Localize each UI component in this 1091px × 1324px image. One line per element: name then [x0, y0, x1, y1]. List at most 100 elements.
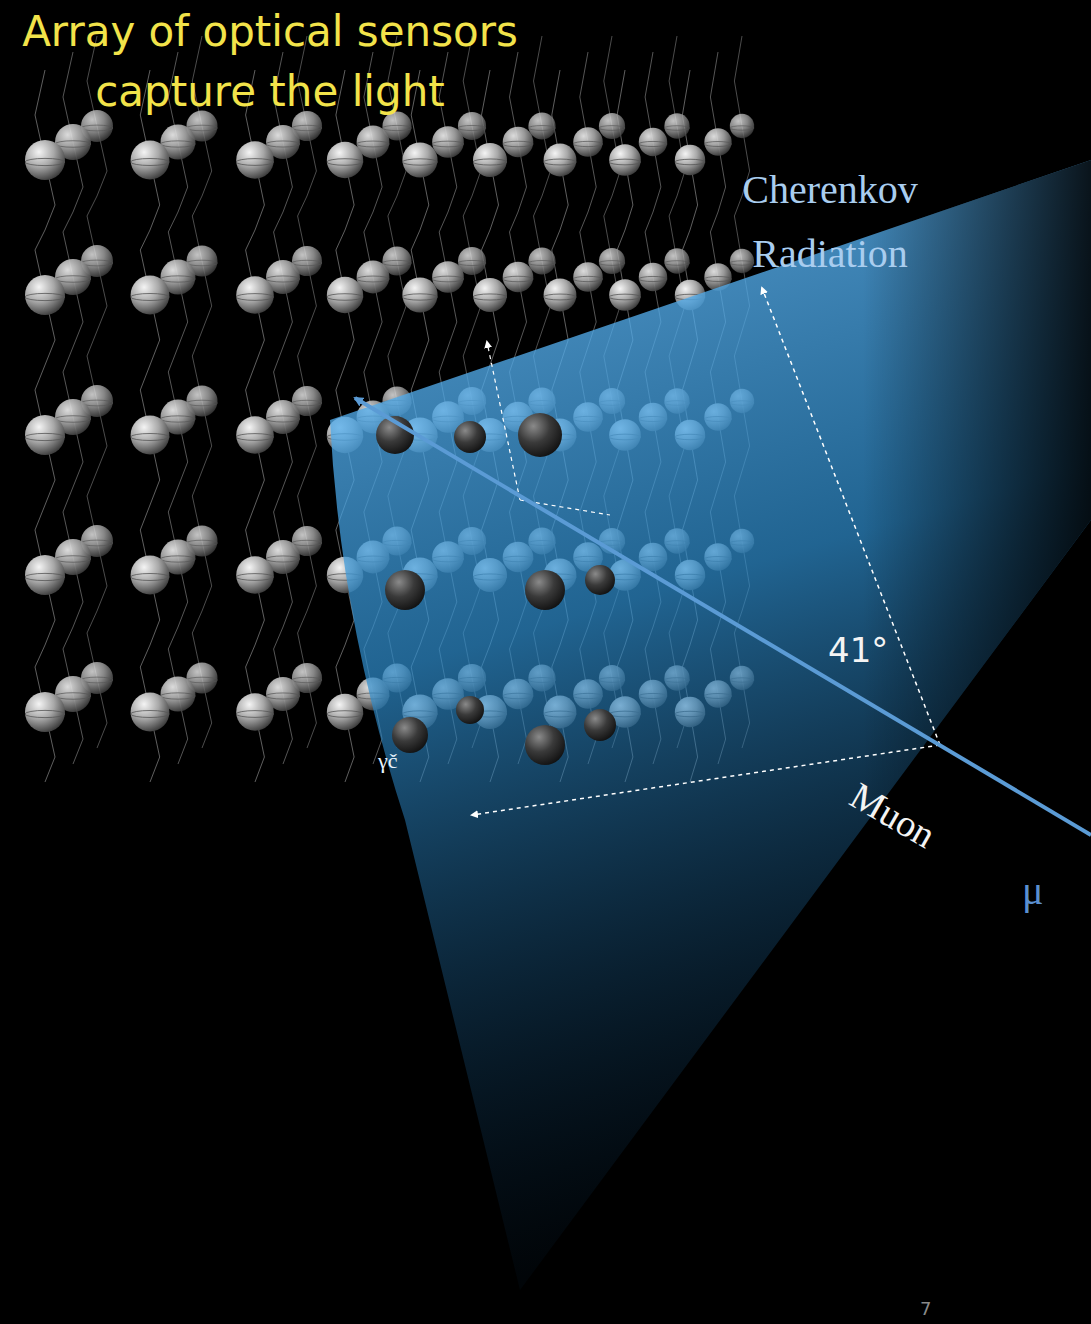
particle-symbol: μ	[1022, 868, 1072, 914]
sensor-band	[639, 276, 667, 281]
sensor-band	[730, 261, 754, 265]
sensor-band	[573, 141, 603, 146]
sensor-band	[161, 276, 196, 282]
optical-sensor	[599, 113, 625, 139]
sensor-band	[186, 540, 217, 546]
sensor-band	[528, 261, 555, 266]
optical-sensor	[236, 693, 274, 731]
hit-sensor	[385, 570, 425, 610]
photon-line	[487, 342, 520, 500]
sensor-band	[458, 125, 486, 130]
optical-sensor	[25, 275, 65, 315]
cherenkov-direction-line	[762, 288, 940, 745]
optical-sensor	[675, 145, 705, 175]
sensor-band	[402, 294, 437, 300]
sensor-band	[503, 141, 534, 147]
optical-sensor	[528, 247, 555, 274]
optical-sensor	[25, 140, 65, 180]
sensor-band	[186, 125, 217, 131]
sensor-band	[25, 433, 65, 440]
sensor-band	[599, 261, 625, 266]
optical-sensor	[544, 279, 577, 312]
sensor-band	[292, 400, 322, 405]
sensor-band	[704, 277, 731, 282]
sensor-band	[25, 158, 65, 165]
sensor-band	[609, 159, 641, 165]
sensor-band	[458, 260, 486, 265]
sensor-band	[161, 416, 196, 422]
hit-sensor	[585, 565, 615, 595]
optical-sensor	[432, 126, 464, 158]
optical-sensor	[25, 415, 65, 455]
optical-sensor	[609, 144, 641, 176]
sensor-band	[327, 159, 363, 166]
cone-fade	[330, 160, 1091, 1290]
sensor-band	[473, 294, 507, 300]
sensor-band	[544, 294, 577, 300]
sensor-band	[236, 294, 274, 301]
sensor-band	[55, 416, 91, 422]
optical-sensor	[327, 694, 363, 730]
optical-sensor	[664, 113, 689, 138]
sensor-band	[675, 159, 705, 164]
hit-sensor	[518, 413, 562, 457]
sensor-band	[236, 159, 274, 166]
sensor-band	[730, 126, 754, 130]
sensor-band	[664, 261, 689, 266]
optical-sensor	[573, 262, 603, 292]
optical-sensor	[402, 277, 437, 312]
sensor-band	[357, 141, 390, 147]
optical-sensor	[473, 278, 507, 312]
optical-sensor	[730, 114, 754, 138]
sensor-band	[161, 141, 196, 147]
sensor-band	[357, 276, 390, 282]
sensor-band	[131, 294, 170, 301]
sensor-band	[266, 276, 300, 282]
optical-sensor	[236, 141, 274, 179]
sensor-band	[528, 126, 555, 131]
sensor-band	[161, 693, 196, 699]
sensor-band	[131, 574, 170, 581]
hit-sensor	[525, 570, 565, 610]
page-number: 7	[920, 1298, 950, 1320]
optical-sensor	[25, 692, 65, 732]
hit-sensor	[584, 709, 616, 741]
optical-sensor	[236, 556, 274, 594]
sensor-band	[573, 276, 603, 281]
optical-sensor	[327, 277, 363, 313]
sensor-band	[236, 574, 274, 581]
sensor-band	[131, 434, 170, 441]
optical-sensor	[609, 279, 641, 311]
optical-sensor	[402, 142, 437, 177]
sensor-band	[639, 141, 667, 146]
sensor-band	[236, 711, 274, 718]
sensor-band	[292, 125, 322, 130]
optical-sensor	[664, 248, 689, 273]
sensor-band	[432, 276, 464, 282]
sensor-band	[25, 573, 65, 580]
optical-sensor	[236, 276, 274, 314]
sensor-band	[266, 693, 300, 699]
optical-sensor	[131, 556, 170, 595]
sensor-band	[186, 400, 217, 406]
sensor-band	[266, 141, 300, 147]
optical-sensor	[131, 416, 170, 455]
sensor-band	[327, 711, 363, 718]
photon-symbol: γč	[378, 748, 418, 774]
hit-sensor	[525, 725, 565, 765]
sensor-band	[186, 260, 217, 266]
sensor-band	[402, 159, 437, 165]
optical-sensor	[730, 249, 754, 273]
optical-sensor	[528, 112, 555, 139]
optical-sensor	[327, 142, 363, 178]
sensor-band	[503, 276, 534, 282]
sensor-band	[544, 159, 577, 165]
sensor-band	[382, 260, 411, 265]
sensor-band	[131, 159, 170, 166]
hit-sensors	[376, 413, 616, 765]
sensor-band	[55, 693, 91, 699]
optical-sensor	[503, 262, 534, 293]
cherenkov-cone	[330, 160, 1091, 1290]
optical-sensor	[704, 128, 731, 155]
sensor-band	[609, 294, 641, 300]
